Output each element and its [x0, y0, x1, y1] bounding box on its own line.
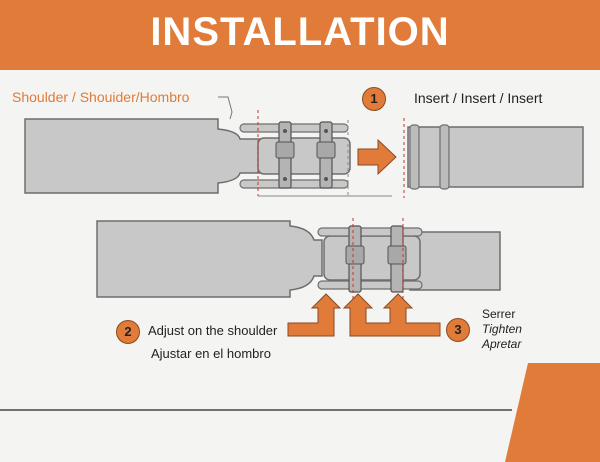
step-1-badge: 1 — [362, 87, 386, 111]
step-2-label-en: Adjust on the shoulder — [148, 323, 278, 338]
step-3-badge: 3 — [446, 318, 470, 342]
shoulder-pipe — [24, 118, 263, 194]
pipe-ring-1 — [409, 124, 420, 190]
corner-accent — [505, 363, 600, 462]
step-3-label-fr: Serrer — [482, 307, 516, 321]
step-3-label-es: Apretar — [482, 337, 522, 351]
straight-pipe-assembled — [409, 231, 501, 291]
shoulder-label: Shoulder / Shouider/Hombro — [12, 89, 190, 105]
tighten-arrows — [342, 293, 441, 337]
adjust-arrow — [287, 293, 342, 337]
shoulder-pipe-assembled — [96, 220, 323, 298]
step-2-badge: 2 — [116, 320, 140, 344]
top-assembly — [24, 96, 584, 198]
step-1-label: Insert / Insert / Insert — [414, 90, 543, 106]
header-banner: INSTALLATION — [0, 0, 600, 70]
bottom-assembly — [96, 218, 501, 300]
step-3-label-en: Tighten — [482, 322, 522, 336]
step-2-label-es: Ajustar en el hombro — [151, 346, 271, 361]
arrow-right-icon — [357, 138, 397, 176]
straight-pipe — [407, 126, 584, 188]
coupler-body — [257, 137, 351, 175]
arrow-up-icon — [287, 293, 342, 337]
page-title: INSTALLATION — [150, 10, 450, 54]
pipe-ring-2 — [439, 124, 450, 190]
